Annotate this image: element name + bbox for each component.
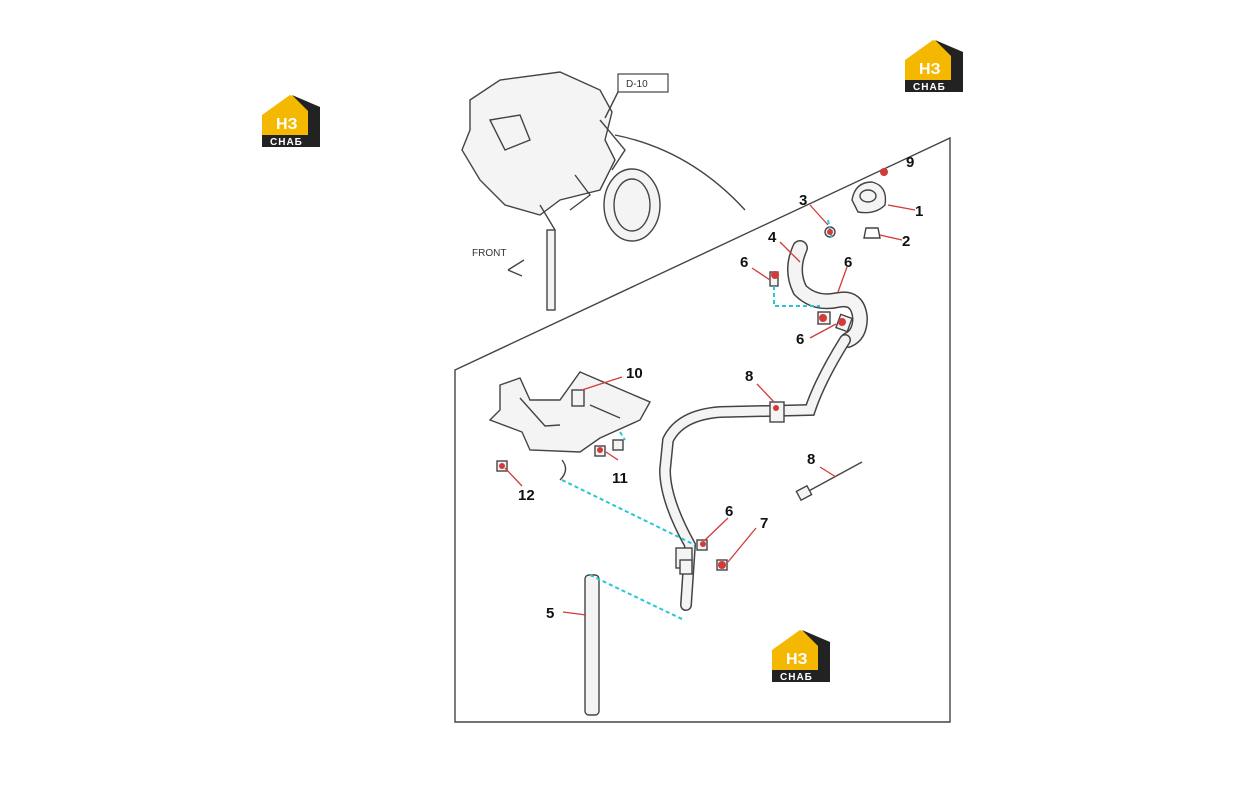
callout-7: 7 (760, 515, 768, 532)
brand-logo: НЗ СНАБ (772, 630, 830, 683)
front-indicator: FRONT (472, 248, 525, 277)
callout-6: 6 (796, 331, 804, 348)
brand-logo: НЗ СНАБ (905, 40, 963, 93)
logo-text-bottom: СНАБ (780, 672, 813, 683)
callout-11: 11 (612, 470, 628, 487)
callout-6: 6 (740, 254, 748, 271)
callout-8: 8 (807, 451, 815, 468)
callout-6: 6 (844, 254, 852, 271)
callout-8: 8 (745, 368, 753, 385)
callout-10: 10 (626, 365, 643, 382)
mounting-bracket (488, 371, 651, 453)
detail-frame (454, 136, 951, 723)
leader-lines (504, 204, 916, 616)
logo-text-top: НЗ (786, 651, 808, 668)
engine-overview (461, 71, 746, 311)
callout-9: 9 (906, 154, 914, 171)
callout-2: 2 (902, 233, 910, 250)
drain-tube (584, 574, 600, 716)
breather-cap (851, 168, 888, 239)
callout-1: 1 (915, 203, 923, 220)
brand-logo: НЗ СНАБ (262, 95, 320, 148)
callout-6: 6 (725, 503, 733, 520)
logo-text-bottom: СНАБ (913, 82, 946, 93)
callout-3: 3 (799, 192, 807, 209)
logo-text-top: НЗ (919, 61, 941, 78)
reference-box: D-10 (604, 73, 669, 119)
callout-5: 5 (546, 605, 554, 622)
callout-4: 4 (768, 229, 777, 246)
svg-text:FRONT: FRONT (472, 248, 506, 259)
logo-text-bottom: СНАБ (270, 137, 303, 148)
svg-text:D-10: D-10 (626, 79, 648, 90)
callout-12: 12 (518, 487, 535, 504)
logo-text-top: НЗ (276, 116, 298, 133)
